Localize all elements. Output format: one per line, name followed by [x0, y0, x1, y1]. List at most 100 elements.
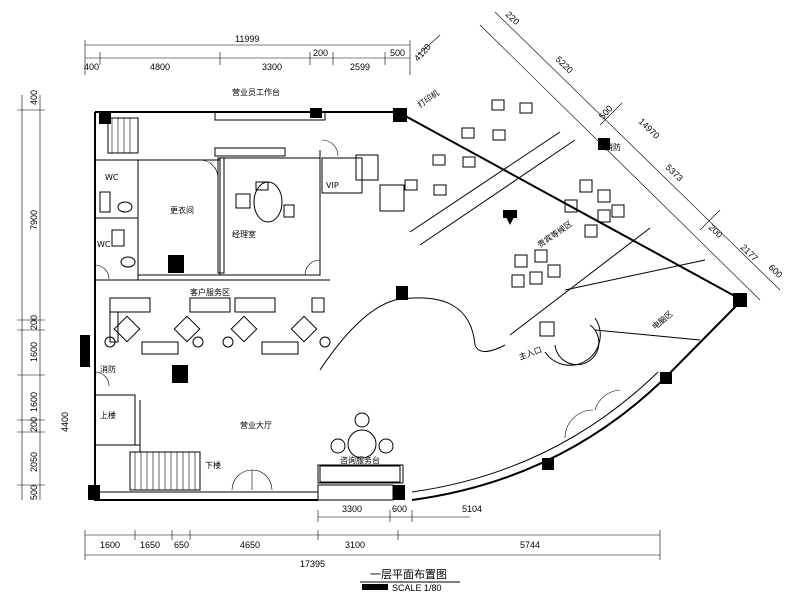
room-label-wc1: WC: [105, 173, 119, 182]
left-dim-6: 2050: [29, 452, 39, 472]
diag-dim-2: 14970: [637, 116, 662, 141]
cabinet: [379, 184, 405, 212]
room-label-vip: VIP: [326, 181, 339, 190]
service-desk: [109, 311, 119, 343]
room-label-cs-area: 客户服务区: [190, 287, 230, 297]
column: [168, 255, 184, 273]
left-dim-1: 7900: [29, 210, 39, 230]
window-band: [214, 111, 326, 121]
room-label-up-stair: 上楼: [100, 410, 116, 420]
column: [393, 485, 405, 500]
column: [88, 485, 100, 500]
sink-icon: [99, 191, 111, 213]
left-dim-0: 400: [29, 90, 39, 105]
diag-dim-6: 600: [767, 262, 785, 280]
top-dim-4: 2599: [350, 62, 370, 72]
service-desk: [311, 297, 325, 313]
computer-icon: [172, 365, 188, 383]
left-dim-7: 500: [29, 485, 39, 500]
chair-cluster: [104, 315, 331, 348]
left-dim-2: 200: [29, 315, 39, 330]
bottom-dim-0: 1600: [100, 540, 120, 550]
chair: [255, 181, 269, 191]
top-note-label: 营业员工作台: [232, 87, 280, 97]
monitor-icon: [503, 210, 517, 218]
service-desk: [189, 297, 231, 313]
outer-walls: [80, 108, 747, 501]
bottom-dim-3: 4650: [240, 540, 260, 550]
bottom-mid-dim-1: 600: [392, 504, 407, 514]
column: [598, 138, 610, 150]
cabinet: [355, 154, 379, 181]
bottom-mid-dim-0: 3300: [342, 504, 362, 514]
scale-bar: [362, 584, 388, 590]
left-side-dim: 4400: [60, 412, 70, 432]
diagonal-dimension-line: 220 5220 14970 5373 200 2177 600 4120 50…: [412, 9, 785, 301]
interior-walls: [94, 117, 706, 501]
top-total-dim: 11999: [235, 34, 259, 44]
counter-chairs: [404, 99, 533, 196]
top-dim-5: 500: [390, 48, 405, 58]
bottom-dim-4: 3100: [345, 540, 365, 550]
room-label-manager: 经理室: [232, 229, 256, 239]
service-desk: [261, 341, 299, 355]
diag-dim-3: 5373: [664, 162, 685, 183]
column: [393, 108, 407, 122]
bottom-mid-dim-2: 5104: [462, 504, 482, 514]
room-label-dn-stair: 下楼: [205, 460, 221, 470]
service-desk: [141, 341, 179, 355]
service-desk: [109, 297, 151, 313]
consult-desk: [319, 412, 401, 483]
column: [80, 335, 90, 367]
top-dimension-line: 11999 400 4800 3300 200 2599 500: [84, 34, 411, 75]
room-labels: WC WC 更衣间 经理室 客户服务区 VIP 营业大厅 上楼 下楼 贵宾等候区…: [97, 87, 675, 470]
top-dim-1: 4800: [150, 62, 170, 72]
sink-icon: [111, 229, 125, 247]
room-label-fire1: 消防: [100, 364, 116, 374]
left-dimension-line: 400 7900 200 1600 1600 200 2050 500 4400: [17, 90, 70, 500]
column: [733, 293, 747, 307]
scale-text: SCALE 1/80: [392, 583, 442, 593]
toilet-icon: [120, 256, 136, 268]
left-dim-4: 1600: [29, 392, 39, 412]
room-label-print: 打印机: [415, 88, 440, 110]
service-desk: [234, 297, 276, 313]
chair: [235, 193, 251, 209]
bottom-dimension-line: 3300 600 5104 1600 1650 650 4650 3100 57…: [84, 504, 661, 569]
room-label-vip-wait: 贵宾等候区: [535, 219, 574, 250]
chair: [283, 204, 295, 218]
diag-inner-dim-0: 4120: [412, 42, 433, 64]
plan-title: 一层平面布置图: [370, 568, 447, 581]
column: [542, 458, 554, 470]
top-dim-3: 200: [313, 48, 328, 58]
diag-dim-0: 220: [504, 9, 522, 27]
column: [660, 372, 672, 384]
left-dim-3: 1600: [29, 342, 39, 362]
chair: [539, 321, 555, 337]
column: [396, 286, 408, 300]
diag-dim-4: 200: [707, 222, 725, 240]
column: [310, 108, 322, 118]
bottom-dim-1: 1650: [140, 540, 160, 550]
doors: [94, 139, 621, 491]
room-label-business-hall: 营业大厅: [240, 420, 272, 430]
toilet-icon: [117, 201, 133, 213]
room-label-fire2: 消防: [605, 142, 621, 152]
room-label-changing: 更衣间: [170, 205, 194, 215]
left-dim-5: 200: [29, 417, 39, 432]
diag-inner-dim-1: 500: [597, 103, 614, 121]
top-dim-2: 3300: [262, 62, 282, 72]
room-label-entrance: 主入口: [517, 344, 543, 362]
waiting-seats: [511, 179, 625, 288]
room-label-computer: 电脑区: [650, 308, 675, 331]
bottom-dim-2: 650: [174, 540, 189, 550]
room-label-consult: 咨询服务台: [340, 455, 380, 465]
room-label-wc2: WC: [97, 240, 111, 249]
bottom-dim-5: 5744: [520, 540, 540, 550]
bottom-total-dim: 17395: [300, 559, 325, 569]
drawing-title: 一层平面布置图 SCALE 1/80: [360, 568, 460, 593]
top-dim-0: 400: [84, 62, 99, 72]
furniture: [99, 99, 625, 483]
stair-treads: [134, 452, 196, 490]
